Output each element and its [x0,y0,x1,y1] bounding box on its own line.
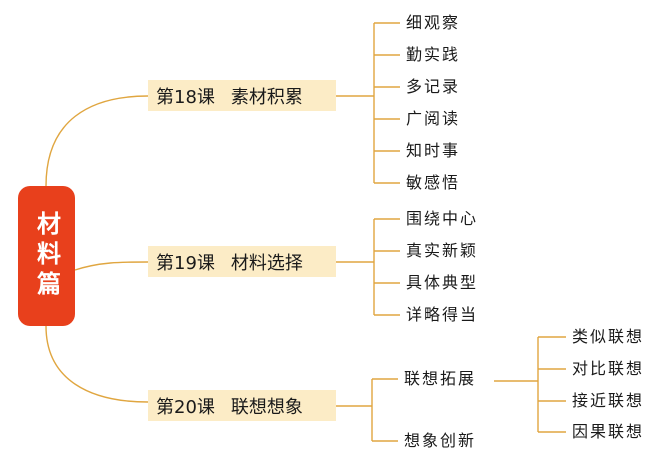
connector-root-lesson-19 [74,261,149,271]
sub-leaf-item: 因果联想 [572,422,645,441]
connector-root-lesson-20 [45,325,149,403]
root-label: 材料篇 [32,211,61,301]
lesson-number: 第19课 [156,252,215,274]
lesson-node-20: 第20课 联想想象 [148,390,336,421]
sub-leaf-item: 类似联想 [572,327,645,346]
leaf-item: 广阅读 [406,109,461,128]
connector-root-lesson-18 [45,95,149,187]
leaf-item: 真实新颖 [406,241,479,260]
leaf-item: 详略得当 [406,305,479,324]
root-node: 材料篇 [18,186,75,326]
leaf-item: 知时事 [406,141,461,160]
lesson-title: 联想想象 [230,396,303,418]
leaf-item: 围绕中心 [406,209,479,228]
leaf-item: 具体典型 [406,273,479,292]
sub-leaf-item: 对比联想 [572,359,645,378]
leaf-item: 多记录 [406,77,461,96]
sub-leaf-item: 接近联想 [572,391,645,410]
leaf-item: 勤实践 [406,45,461,64]
leaf-item: 想象创新 [404,431,477,450]
leaf-item: 敏感悟 [406,173,461,192]
lesson-number: 第18课 [156,86,215,108]
leaf-item: 联想拓展 [404,369,477,388]
lesson-number: 第20课 [156,396,215,418]
lesson-node-18: 第18课 素材积累 [148,80,336,111]
lesson-title: 材料选择 [230,252,303,274]
lesson-node-19: 第19课 材料选择 [148,246,336,277]
leaf-item: 细观察 [406,13,461,32]
lesson-title: 素材积累 [230,86,303,108]
